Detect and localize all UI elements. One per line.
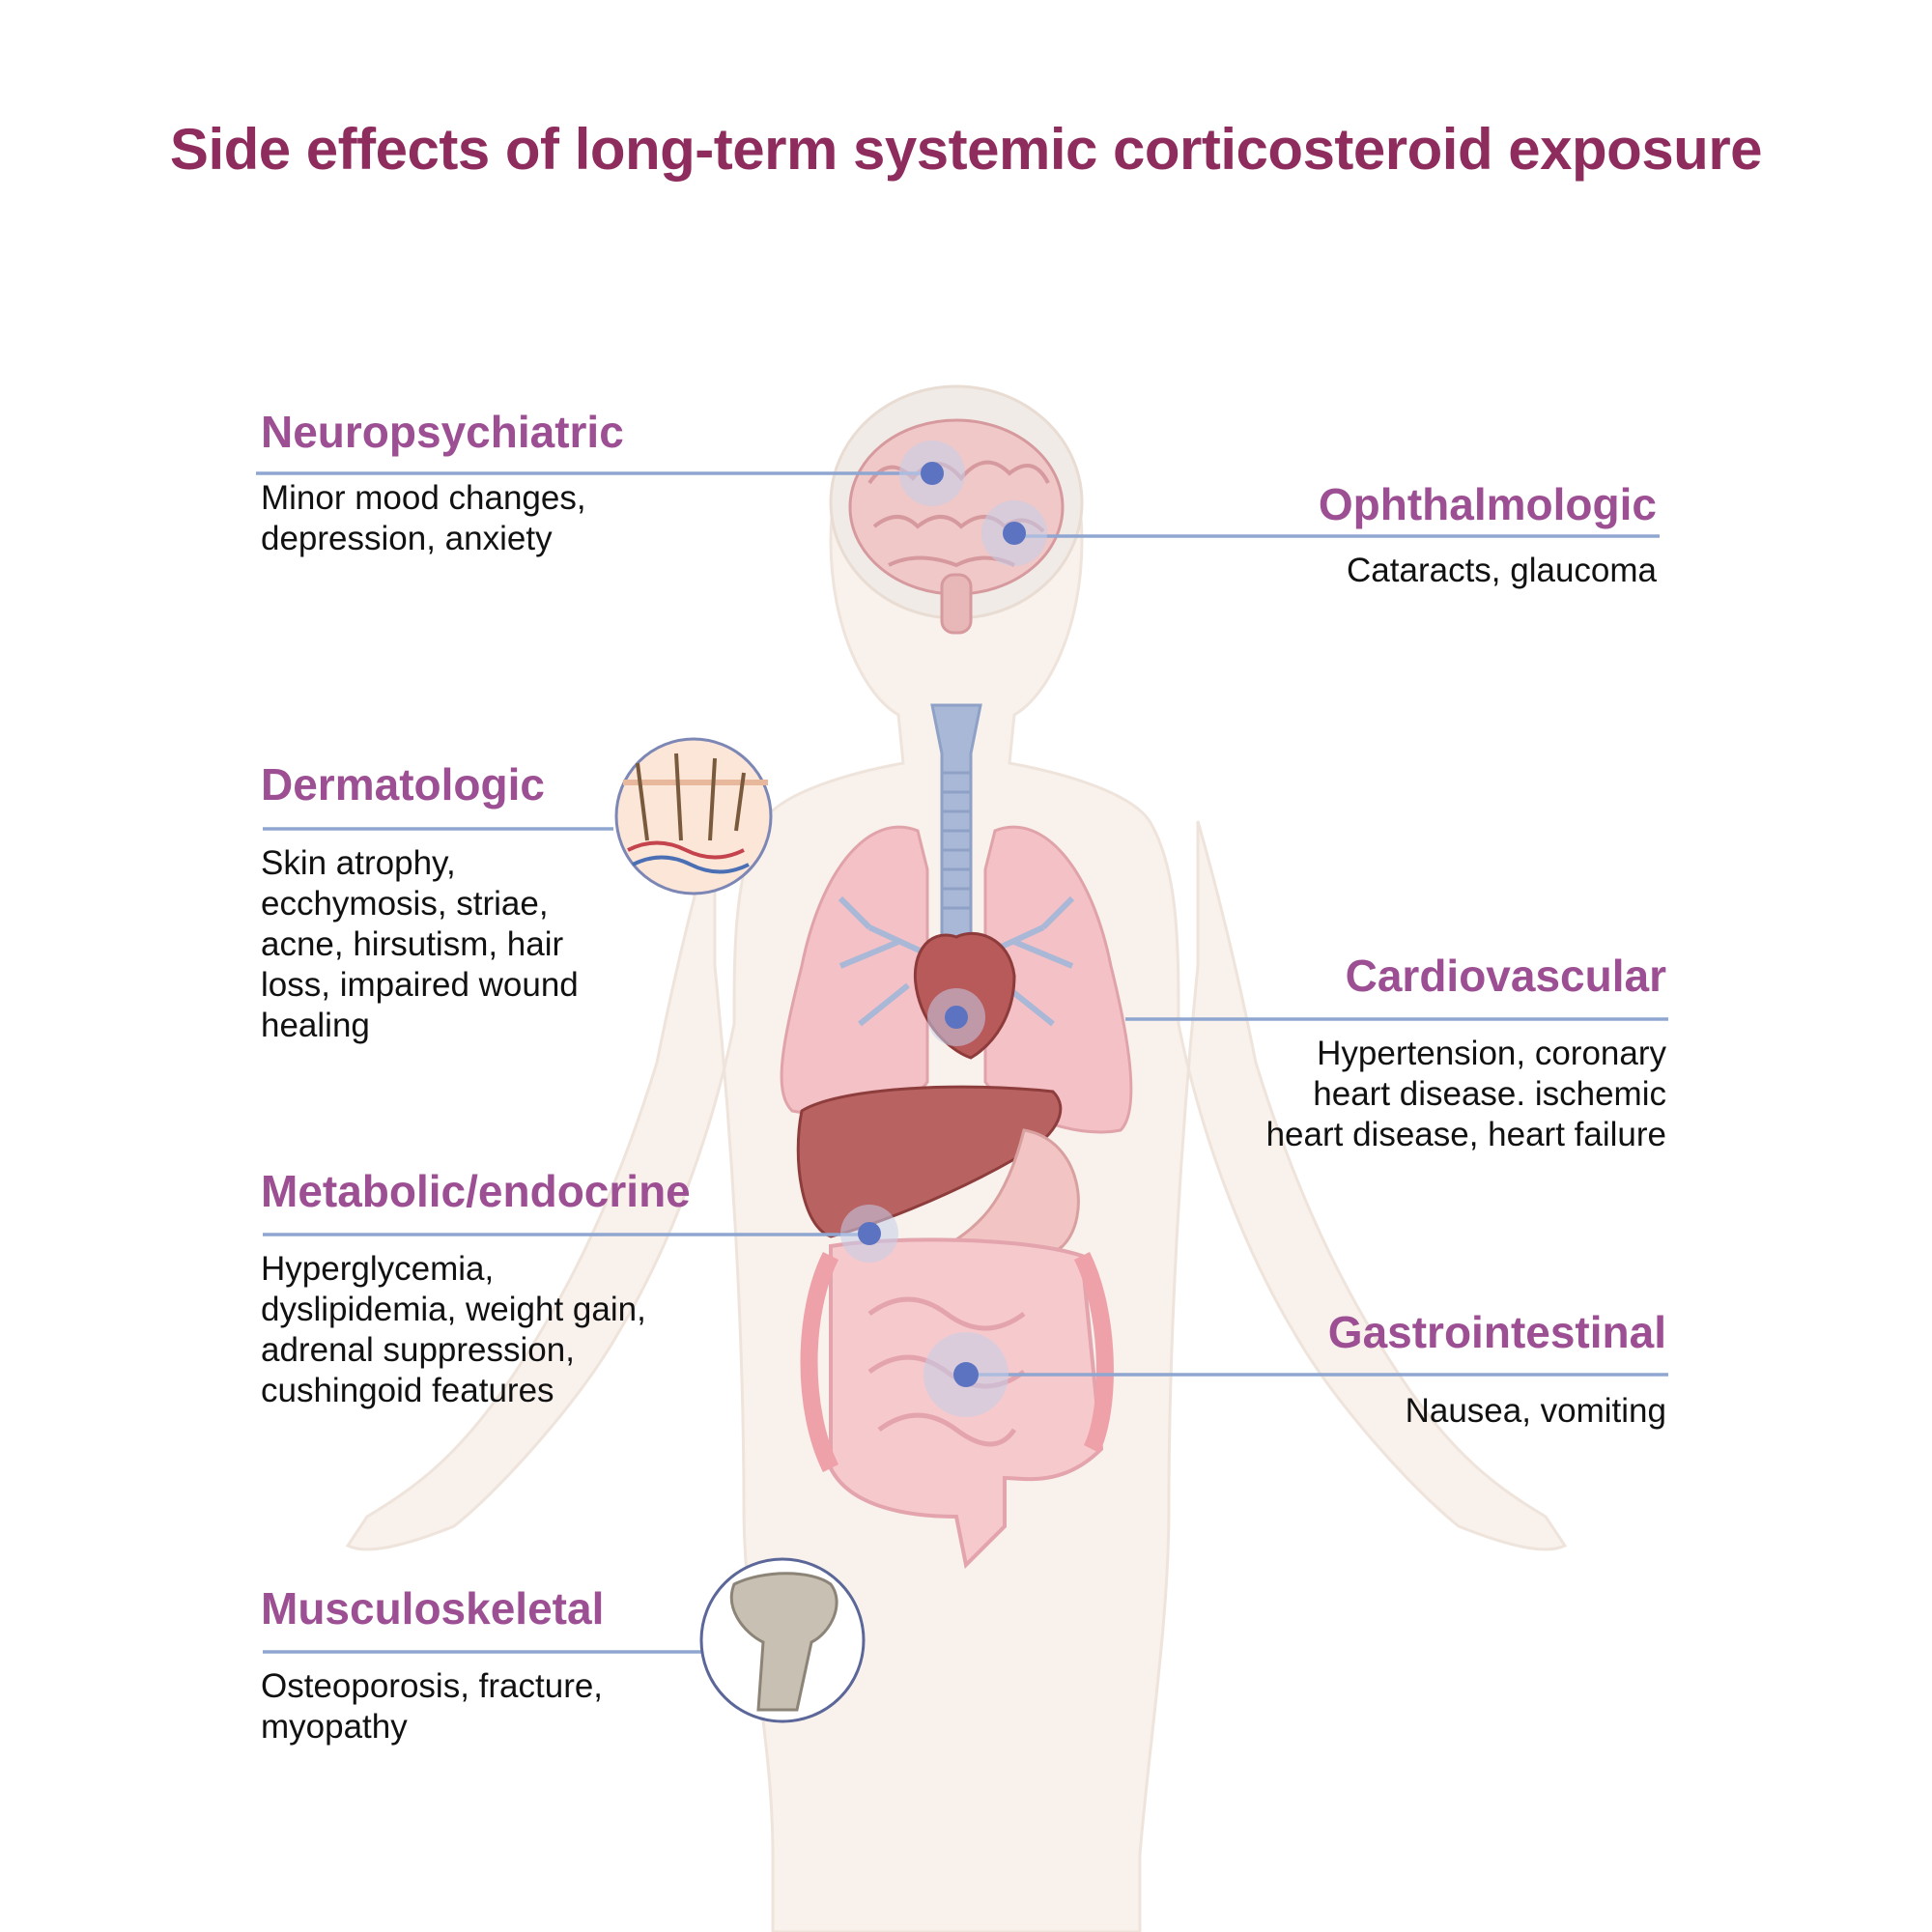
derm-heading: Dermatologic: [261, 759, 545, 810]
derm-description: Skin atrophy, ecchymosis, striae, acne, …: [261, 844, 579, 1044]
musc-heading: Musculoskeletal: [261, 1583, 605, 1634]
marker-ophthal: [1003, 522, 1026, 545]
musc-description: Osteoporosis, fracture, myopathy: [261, 1667, 604, 1746]
cardio-description: Hypertension, coronary heart disease. is…: [1265, 1035, 1666, 1153]
gi-description: Nausea, vomiting: [1405, 1392, 1666, 1430]
ophthal-description: Cataracts, glaucoma: [1347, 552, 1657, 589]
leader-lines: [256, 471, 1668, 1654]
metab-heading: Metabolic/endocrine: [261, 1166, 691, 1216]
neuro-heading: Neuropsychiatric: [261, 407, 624, 457]
metab-description: Hyperglycemia, dyslipidemia, weight gain…: [261, 1250, 646, 1409]
page-title: Side effects of long-term systemic corti…: [169, 117, 1763, 182]
marker-neuro: [921, 462, 944, 485]
gi-heading: Gastrointestinal: [1327, 1307, 1666, 1357]
cardio-heading: Cardiovascular: [1345, 951, 1666, 1001]
neuro-description: Minor mood changes, depression, anxiety: [261, 479, 586, 557]
ophthal-heading: Ophthalmologic: [1318, 479, 1657, 529]
bone-inset-icon: [699, 1557, 866, 1723]
markers: [840, 440, 1047, 1417]
skin-inset-icon: [614, 737, 773, 895]
marker-metab: [858, 1222, 881, 1245]
marker-cardio: [945, 1006, 968, 1029]
marker-gi: [953, 1362, 979, 1387]
trachea-icon: [930, 703, 982, 939]
